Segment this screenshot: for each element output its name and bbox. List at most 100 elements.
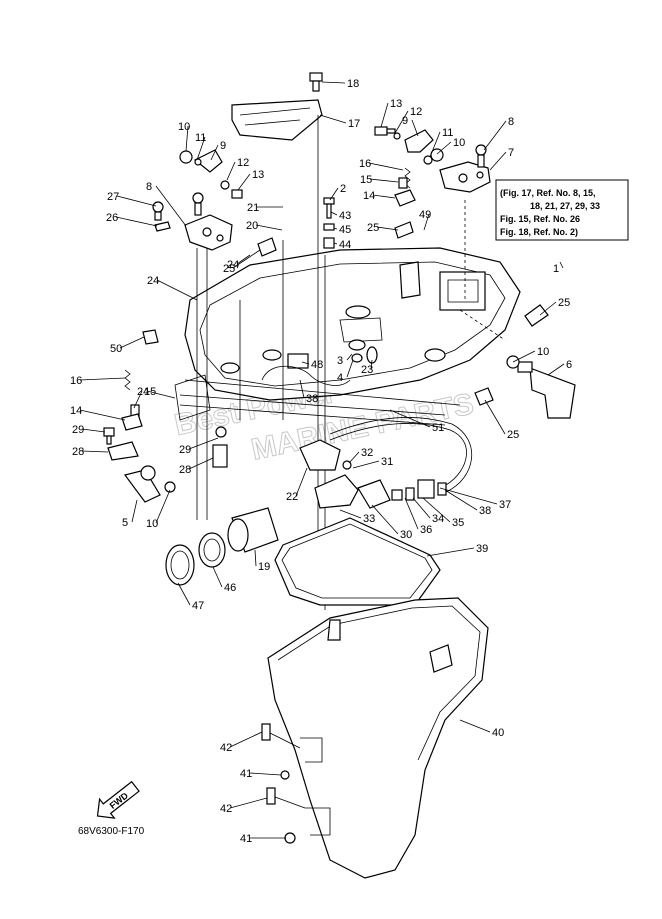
leader-line [133, 390, 143, 409]
leader-line [389, 409, 431, 428]
ref-note-line-3: Fig. 15, Ref. No. 26 [500, 214, 580, 224]
leader-line [489, 151, 507, 171]
part-number-label-44: 44 [339, 239, 351, 251]
part-number-label-23: 23 [361, 364, 373, 376]
part-number-label-39: 39 [476, 543, 488, 555]
part-number-label-37: 37 [499, 499, 511, 511]
leader-line [444, 489, 478, 511]
clip-parts [257, 221, 549, 406]
leader-line [295, 467, 308, 497]
part-number-label-40: 40 [492, 727, 504, 739]
part-number-label-50: 50 [110, 343, 122, 355]
leader-line [352, 460, 380, 469]
part-number-label-13: 13 [252, 169, 264, 181]
leader-line [131, 499, 138, 523]
part-number-label-24: 24 [227, 259, 239, 271]
leader-line [459, 719, 491, 733]
hose-parts [165, 507, 279, 586]
part-number-label-26: 26 [106, 212, 118, 224]
part-number-label-25: 25 [558, 297, 570, 309]
leader-line [196, 136, 206, 161]
leader-line [346, 353, 353, 361]
clamp-7 [439, 161, 491, 193]
leader-line [81, 428, 106, 433]
leader-line [249, 772, 282, 776]
leader-line [426, 547, 475, 557]
leader-line [79, 377, 126, 381]
part-number-label-14: 14 [363, 190, 375, 202]
part-number-label-28: 28 [179, 464, 191, 476]
part-number-label-9: 9 [220, 140, 226, 152]
part-number-label-34: 34 [432, 513, 444, 525]
leader-line [226, 161, 236, 181]
leader-line [301, 361, 310, 365]
bolt-stack [323, 197, 335, 249]
leader-line [348, 451, 360, 464]
part-number-label-5: 5 [122, 517, 128, 529]
part-number-label-25: 25 [367, 222, 379, 234]
part-number-label-32: 32 [361, 447, 373, 459]
part-number-label-51: 51 [432, 422, 444, 434]
cowling-frame [174, 374, 461, 426]
part-number-label-42: 42 [220, 742, 232, 754]
diagram-code: 68V6300-F170 [78, 826, 145, 837]
seal-50 [142, 329, 159, 345]
ref-note-line-1: (Fig. 17, Ref. No. 8, 15, [500, 188, 596, 198]
leader-line [333, 227, 338, 230]
screws-41-42 [261, 723, 306, 844]
part-number-label-29: 29 [179, 444, 191, 456]
leader-line [371, 504, 399, 535]
ref-note-line-4: Fig. 18, Ref. No. 2) [500, 227, 578, 237]
part-number-label-24: 24 [137, 386, 149, 398]
bolt-18-icon [309, 72, 323, 92]
part-number-label-46: 46 [224, 582, 236, 594]
leader-line [333, 242, 338, 245]
leader-line [321, 81, 346, 84]
leader-line [237, 173, 251, 191]
leader-line [254, 549, 257, 567]
top-cover-strip [231, 99, 323, 141]
part-number-label-10: 10 [178, 121, 190, 133]
gasket-39 [274, 517, 441, 606]
part-number-label-10: 10 [453, 137, 465, 149]
part-number-label-13: 13 [390, 98, 402, 110]
part-number-label-29: 29 [72, 424, 84, 436]
lower-left-parts [103, 369, 228, 503]
part-number-label-14: 14 [70, 405, 82, 417]
leader-line [412, 497, 431, 519]
part-number-label-41: 41 [240, 768, 252, 780]
grommets [261, 339, 378, 386]
reference-note-box: (Fig. 17, Ref. No. 8, 15, 18, 21, 27, 29… [495, 179, 629, 241]
part-number-label-45: 45 [339, 224, 351, 236]
ref-note-line-2: 18, 21, 27, 29, 33 [530, 201, 600, 211]
part-number-label-2: 2 [340, 183, 346, 195]
part-number-label-12: 12 [410, 106, 422, 118]
connector-assembly [299, 417, 473, 509]
leader-line [512, 350, 536, 363]
spring-group-upper [394, 167, 416, 207]
leader-line [177, 582, 191, 606]
leader-line [559, 261, 564, 269]
lower-cover-40 [267, 597, 489, 879]
part-number-label-8: 8 [508, 116, 514, 128]
leader-line [547, 363, 565, 376]
leader-line [369, 178, 399, 183]
part-number-label-17: 17 [348, 118, 360, 130]
leader-line [372, 194, 396, 199]
part-number-label-28: 28 [72, 446, 84, 458]
part-number-label-16: 16 [359, 158, 371, 170]
leader-line [539, 301, 557, 316]
bottom-cowling [184, 247, 521, 401]
leader-line [380, 102, 389, 128]
leader-line [329, 187, 339, 201]
leader-line [319, 114, 347, 124]
part-number-label-1: 1 [553, 263, 559, 275]
part-number-label-47: 47 [192, 600, 204, 612]
leader-line [232, 249, 261, 269]
leader-line [423, 213, 430, 231]
part-labels: 1234567891011121314151617181920212223242… [70, 78, 572, 845]
part-number-label-24: 24 [147, 275, 159, 287]
leader-line [212, 566, 223, 588]
part-number-label-43: 43 [339, 210, 351, 222]
